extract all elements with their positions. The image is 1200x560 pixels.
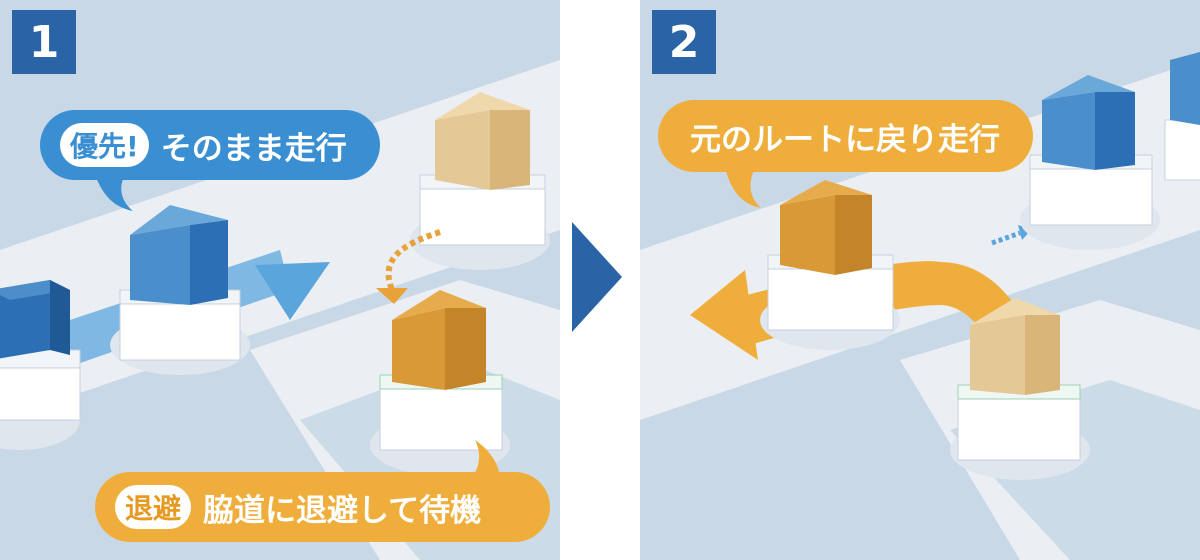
speech-bubble-tail — [470, 440, 500, 480]
avoid-speech-bubble: 退避 脇道に退避して待機 — [95, 472, 550, 542]
resume-message: 元のルートに戻り走行 — [690, 121, 1000, 158]
robot-icon — [760, 180, 900, 350]
robot-icon — [410, 92, 550, 270]
step-2-scene — [640, 52, 1200, 560]
avoid-tag: 退避 — [115, 485, 192, 529]
priority-tag: 優先! — [60, 123, 149, 167]
speech-bubble-tail — [725, 168, 761, 208]
robot-icon — [950, 298, 1090, 480]
robot-icon — [1020, 75, 1160, 250]
resume-speech-bubble: 元のルートに戻り走行 — [658, 100, 1033, 172]
avoid-message: 脇道に退避して待機 — [203, 492, 482, 529]
priority-speech-bubble: 優先! そのまま走行 — [40, 110, 380, 180]
step-number-badge: 1 — [12, 10, 76, 74]
next-step-arrow-icon — [572, 222, 622, 332]
priority-message: そのまま走行 — [160, 130, 347, 167]
robot-icon — [370, 290, 510, 475]
speech-bubble-tail — [95, 175, 133, 211]
direction-arrow-icon — [385, 229, 441, 292]
step-1-panel: 1 優先! そのまま走行 退避 脇道に退避して待機 — [0, 0, 560, 560]
step-number-badge: 2 — [652, 10, 716, 74]
robot-icon — [0, 280, 81, 450]
robot-icon — [1164, 52, 1200, 181]
robot-icon — [110, 205, 250, 375]
step-2-panel: 2 元のルートに戻り走行 — [640, 0, 1200, 560]
